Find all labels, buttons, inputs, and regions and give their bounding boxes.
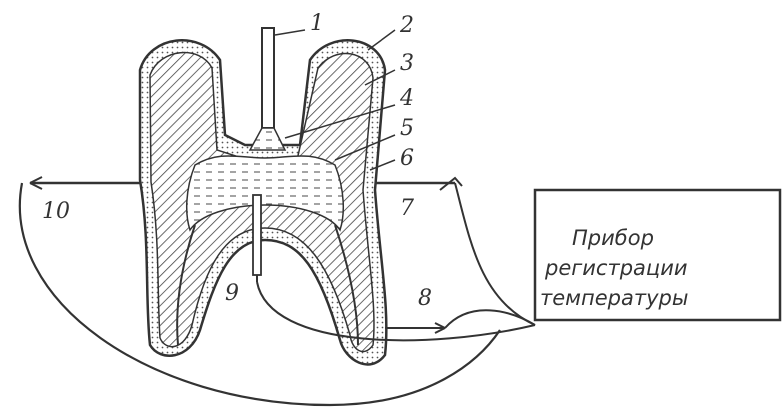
label-8: 8: [418, 286, 432, 311]
device-box-line3: температуры: [540, 286, 688, 310]
label-9: 9: [225, 281, 239, 306]
device-box-line2: регистрации: [544, 256, 688, 280]
wire-7: [455, 183, 535, 325]
probe-1-tip: [250, 128, 285, 150]
label-6: 6: [400, 146, 414, 171]
label-5: 5: [400, 116, 414, 141]
probe-9-rod: [253, 195, 261, 275]
device-box-line1: Прибор: [572, 226, 654, 250]
label-1: 1: [310, 11, 324, 36]
label-10: 10: [42, 199, 70, 224]
label-4: 4: [399, 86, 414, 111]
probe-1-rod: [262, 28, 274, 128]
label-7: 7: [400, 196, 414, 221]
label-2: 2: [399, 13, 414, 38]
label-3: 3: [400, 51, 414, 76]
wire-8-loop: [445, 310, 535, 328]
